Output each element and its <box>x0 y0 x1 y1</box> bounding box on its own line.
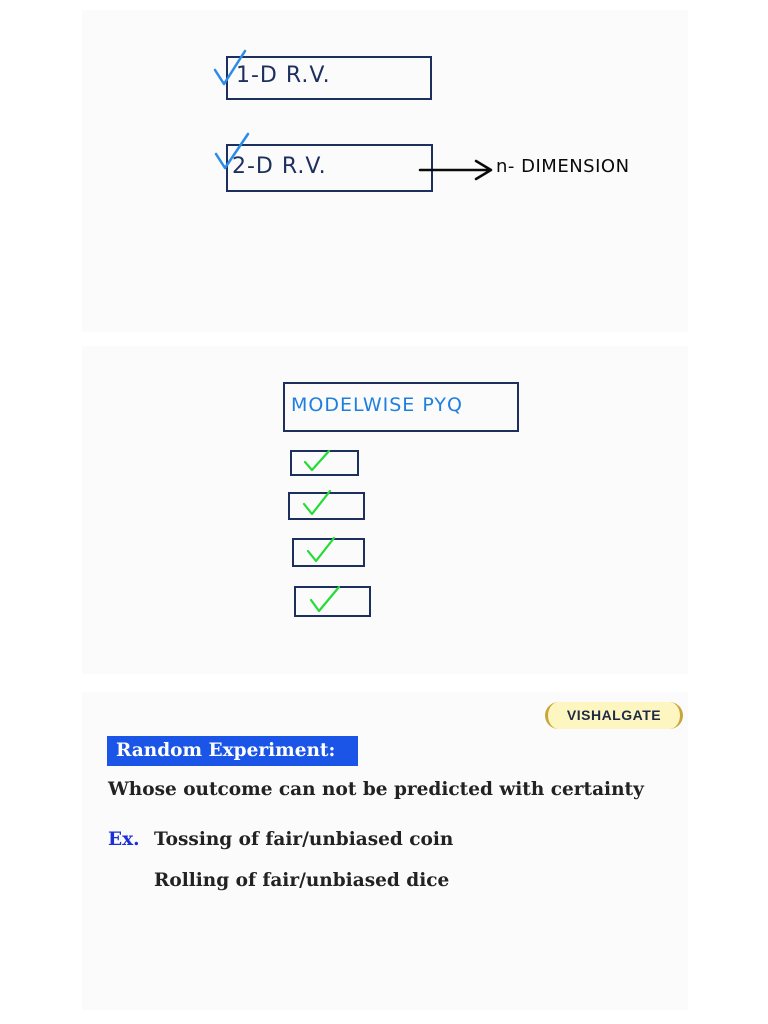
green-check-icon <box>302 489 332 516</box>
notes-panel-top <box>82 10 688 332</box>
example-label: Ex. <box>108 829 140 850</box>
blue-check-icon <box>213 49 247 86</box>
box-2d-rv <box>226 144 433 192</box>
notes-panel-middle <box>82 346 688 674</box>
modelwise-pyq-box <box>283 382 519 432</box>
green-check-icon <box>309 585 341 613</box>
checklist-box <box>290 450 359 476</box>
label-1d-rv: 1-D R.V. <box>236 63 331 88</box>
checklist-box <box>288 492 365 520</box>
checklist-box <box>292 538 365 567</box>
definition-text: Whose outcome can not be predicted with … <box>108 779 644 800</box>
right-arrow-icon <box>418 159 493 181</box>
modelwise-pyq-label: MODELWISE PYQ <box>291 394 463 416</box>
section-heading: Random Experiment: <box>107 736 358 766</box>
example-item: Rolling of fair/unbiased dice <box>154 870 450 891</box>
green-check-icon <box>306 536 336 563</box>
label-n-dimension: n- DIMENSION <box>496 156 630 177</box>
vishalgate-watermark-badge: VISHALGATE <box>545 702 683 729</box>
checklist-box <box>294 586 371 617</box>
green-check-icon <box>303 449 331 472</box>
label-2d-rv: 2-D R.V. <box>232 154 327 179</box>
example-item: Tossing of fair/unbiased coin <box>154 829 454 850</box>
blue-check-icon <box>214 132 250 170</box>
